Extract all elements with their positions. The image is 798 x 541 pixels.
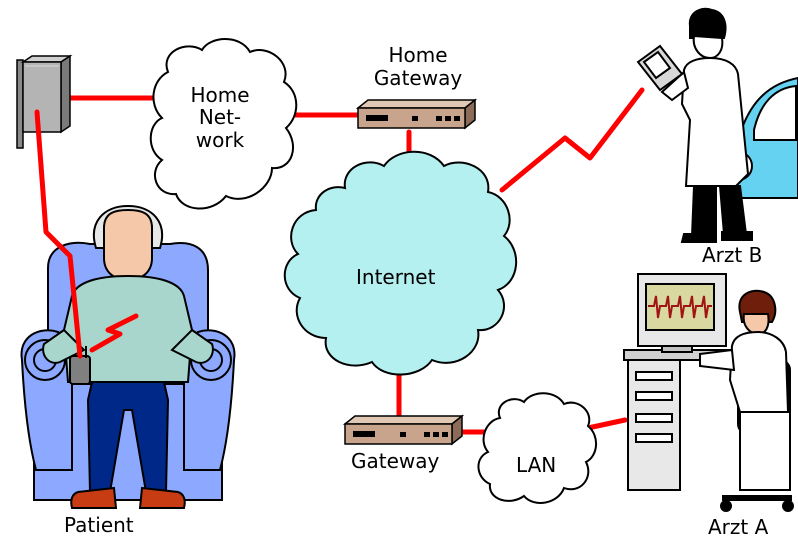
- home-gateway-icon: [355, 98, 478, 130]
- arzt-b-label: Arzt B: [702, 243, 763, 267]
- gateway-icon: [342, 414, 465, 446]
- wireless-links-patient: [34, 109, 139, 359]
- wireless-link-sensor-wall-device: [34, 109, 83, 359]
- wall-device-icon: [16, 54, 73, 149]
- lan-cloud: [477, 392, 597, 504]
- home-network-label-line-3: work: [195, 127, 245, 152]
- monitor-icon: [637, 273, 727, 353]
- patient-label: Patient: [64, 513, 134, 537]
- link-lan-workstation: [585, 417, 628, 431]
- gateway-label: Gateway: [351, 449, 440, 473]
- home-gateway-label-line-1: Home: [388, 43, 448, 67]
- doctor-seated-icon: [699, 289, 791, 491]
- pda-icon: [636, 44, 684, 92]
- arzt-a-label: Arzt A: [708, 515, 769, 539]
- internet-label: Internet: [356, 265, 436, 289]
- home-gateway-label-line-2: Gateway: [373, 66, 463, 90]
- home-gateway-label: Home Gateway: [368, 44, 468, 90]
- lan-label: LAN: [516, 453, 557, 477]
- links: [64, 87, 645, 435]
- internet-cloud: [283, 150, 518, 376]
- home-network-label-line-2: Net-: [198, 105, 242, 130]
- wireless-link-internet-arzt-b: [499, 87, 645, 193]
- home-network-label-line-1: Home: [190, 83, 250, 107]
- doctor-standing-icon: [660, 7, 753, 243]
- workstation-icon: [623, 349, 731, 491]
- home-network-label: Home Net- work: [182, 83, 258, 152]
- patient-person-icon: [42, 204, 214, 509]
- home-network-cloud: [149, 38, 298, 210]
- wireless-link-sensor-local: [89, 313, 139, 353]
